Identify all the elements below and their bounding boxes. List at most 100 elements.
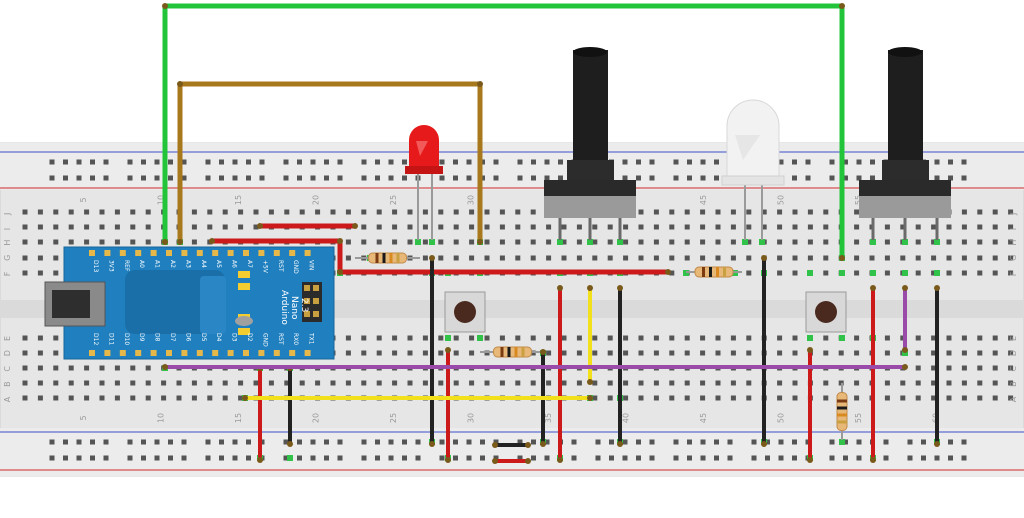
rail-hole <box>714 159 719 165</box>
wire-green[interactable] <box>162 3 845 261</box>
wire-black-rail[interactable] <box>492 442 531 448</box>
breadboard-hole <box>607 395 613 401</box>
breadboard-hole <box>546 239 552 245</box>
breadboard-hole <box>222 209 228 215</box>
wire-brown[interactable] <box>177 81 483 245</box>
connected-hole <box>934 239 940 245</box>
breadboard-hole <box>238 395 244 401</box>
potentiometer-left[interactable] <box>544 47 636 240</box>
rail-hole <box>934 175 940 181</box>
rail-hole <box>517 175 523 181</box>
breadboard-hole <box>992 270 998 276</box>
rail-hole <box>415 439 421 445</box>
breadboard-hole <box>68 395 74 401</box>
connected-hole <box>617 239 623 245</box>
rail-hole <box>205 455 211 461</box>
breadboard-hole <box>792 395 798 401</box>
nano-pin-label: TX1 <box>308 332 315 345</box>
rail-hole <box>324 159 329 165</box>
red-led[interactable] <box>405 125 443 240</box>
breadboard-hole <box>961 239 967 245</box>
white-led[interactable] <box>721 99 785 240</box>
breadboard-hole <box>222 380 228 386</box>
breadboard-hole <box>376 350 382 356</box>
wire-purple-short[interactable] <box>902 285 908 353</box>
resistor-led[interactable] <box>355 252 420 264</box>
rail-hole <box>402 455 407 461</box>
rail-hole <box>948 439 953 445</box>
wire-black-1[interactable] <box>429 255 435 447</box>
nano-pin <box>166 350 172 356</box>
breadboard-hole <box>854 350 860 356</box>
breadboard-hole <box>207 380 213 386</box>
breadboard-hole <box>130 395 136 401</box>
wire-red-short[interactable] <box>257 223 358 229</box>
potentiometer-icon <box>573 50 608 162</box>
rail-hole <box>870 175 875 181</box>
wire-red-5[interactable] <box>870 285 876 463</box>
wire-purple-long[interactable] <box>162 364 908 370</box>
breadboard-hole <box>515 209 521 215</box>
resistor-icon <box>694 266 734 278</box>
breadboard-hole <box>130 239 136 245</box>
breadboard-hole <box>792 335 798 341</box>
resistor-button-right[interactable] <box>836 383 848 440</box>
breadboard-hole <box>715 335 721 341</box>
rail-hole <box>687 439 692 445</box>
column-number-bottom: 20 <box>312 413 321 423</box>
breadboard-hole <box>238 209 244 215</box>
breadboard-hole <box>37 270 43 276</box>
wire-red-3[interactable] <box>557 285 563 463</box>
breadboard-hole <box>946 270 952 276</box>
rail-hole <box>375 455 380 461</box>
rail-hole <box>361 175 367 181</box>
rail-hole <box>544 175 550 181</box>
reset-button-icon[interactable] <box>235 316 253 326</box>
resistor-button-left[interactable] <box>480 346 545 358</box>
wire-black-4[interactable] <box>761 255 767 447</box>
breadboard-hole <box>453 350 459 356</box>
rail-hole <box>649 439 655 445</box>
wire-red-rail[interactable] <box>492 458 531 464</box>
breadboard-hole <box>746 209 752 215</box>
breadboard-hole <box>22 209 28 215</box>
breadboard-hole <box>838 350 844 356</box>
row-letter-right: C <box>1009 366 1018 372</box>
breadboard-hole <box>546 335 552 341</box>
rail-hole <box>609 439 614 445</box>
rail-hole <box>792 175 797 181</box>
breadboard-hole <box>792 209 798 215</box>
rail-hole <box>622 455 628 461</box>
potentiometer-right[interactable] <box>859 47 951 240</box>
rail-hole <box>480 455 485 461</box>
breadboard-hole <box>854 255 860 261</box>
breadboard-hole <box>607 255 613 261</box>
pushbutton-right[interactable] <box>805 291 847 333</box>
rail-hole <box>375 159 380 165</box>
pushbutton-left[interactable] <box>444 291 486 333</box>
breadboard-hole <box>684 239 690 245</box>
nano-pin-label: 3V3 <box>107 260 114 272</box>
row-letter-left: H <box>3 240 12 246</box>
rail-hole <box>361 159 367 165</box>
breadboard-hole <box>22 255 28 261</box>
rail-hole <box>375 175 380 181</box>
wire-red-long[interactable] <box>209 238 671 275</box>
breadboard-hole <box>653 335 659 341</box>
breadboard-hole <box>700 224 706 230</box>
resistor-white-led[interactable] <box>686 266 742 278</box>
rail-hole <box>544 455 550 461</box>
wire-black-5[interactable] <box>934 285 940 447</box>
rail-hole <box>402 439 407 445</box>
row-letter-left: J <box>3 213 12 216</box>
breadboard-hole <box>884 255 890 261</box>
breadboard-hole <box>623 224 629 230</box>
breadboard-hole <box>130 380 136 386</box>
wire-yellow-horizontal[interactable] <box>242 395 593 401</box>
breadboard-hole <box>1008 335 1014 341</box>
breadboard-hole <box>99 209 105 215</box>
nano-pin <box>304 350 311 356</box>
breadboard-hole <box>669 335 675 341</box>
